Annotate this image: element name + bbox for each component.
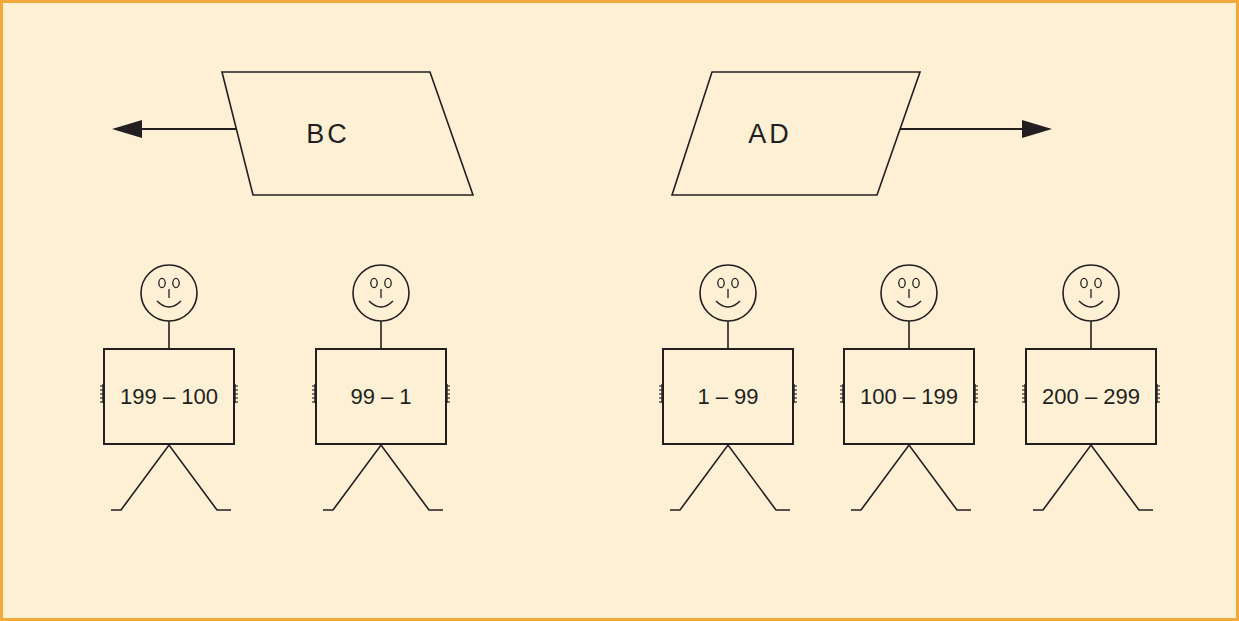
eye bbox=[718, 278, 724, 287]
head bbox=[141, 265, 197, 321]
parallelogram-outline bbox=[672, 72, 920, 195]
number-range: 99 – 1 bbox=[350, 384, 411, 409]
head bbox=[700, 265, 756, 321]
number-sign: 99 – 1 bbox=[315, 348, 447, 445]
nose bbox=[727, 289, 728, 298]
eye bbox=[913, 278, 919, 287]
number-sign: 199 – 100 bbox=[103, 348, 235, 445]
stick-figure bbox=[1022, 265, 1160, 510]
legs bbox=[670, 445, 790, 510]
smile bbox=[157, 301, 181, 307]
smile bbox=[1079, 301, 1103, 307]
number-sign: 100 – 199 bbox=[843, 348, 975, 445]
era-parallelogram: AD bbox=[672, 72, 920, 195]
head bbox=[881, 265, 937, 321]
eye bbox=[159, 278, 165, 287]
stick-figures bbox=[100, 265, 1160, 510]
stick-figure bbox=[312, 265, 450, 510]
number-range: 1 – 99 bbox=[697, 384, 758, 409]
legs bbox=[111, 445, 231, 510]
smile bbox=[897, 301, 921, 307]
number-sign: 1 – 99 bbox=[662, 348, 794, 445]
neck bbox=[908, 321, 910, 348]
number-range: 100 – 199 bbox=[860, 384, 958, 409]
eye bbox=[1095, 278, 1101, 287]
neck bbox=[168, 321, 170, 348]
eye bbox=[899, 278, 905, 287]
arrow-head bbox=[1022, 120, 1052, 138]
eye bbox=[385, 278, 391, 287]
legs bbox=[851, 445, 971, 510]
era-label: BC bbox=[306, 120, 350, 150]
nose bbox=[168, 289, 169, 298]
parallelogram-shape bbox=[672, 72, 920, 195]
smile bbox=[369, 301, 393, 307]
nose bbox=[380, 289, 381, 298]
smile bbox=[716, 301, 740, 307]
era-parallelogram: BC bbox=[222, 72, 473, 195]
number-sign: 200 – 299 bbox=[1025, 348, 1157, 445]
head bbox=[1063, 265, 1119, 321]
legs bbox=[323, 445, 443, 510]
stick-figure bbox=[840, 265, 978, 510]
legs bbox=[1033, 445, 1153, 510]
stick-figure bbox=[659, 265, 797, 510]
head bbox=[353, 265, 409, 321]
nose bbox=[1090, 289, 1091, 298]
number-range: 200 – 299 bbox=[1042, 384, 1140, 409]
nose bbox=[908, 289, 909, 298]
neck bbox=[727, 321, 729, 348]
parallelogram-shape bbox=[222, 72, 473, 195]
neck bbox=[1090, 321, 1092, 348]
neck bbox=[380, 321, 382, 348]
eye bbox=[371, 278, 377, 287]
era-label: AD bbox=[748, 120, 792, 150]
eye bbox=[1081, 278, 1087, 287]
stick-figure bbox=[100, 265, 238, 510]
eye bbox=[173, 278, 179, 287]
eye bbox=[732, 278, 738, 287]
arrow-head bbox=[112, 120, 142, 138]
number-range: 199 – 100 bbox=[120, 384, 218, 409]
